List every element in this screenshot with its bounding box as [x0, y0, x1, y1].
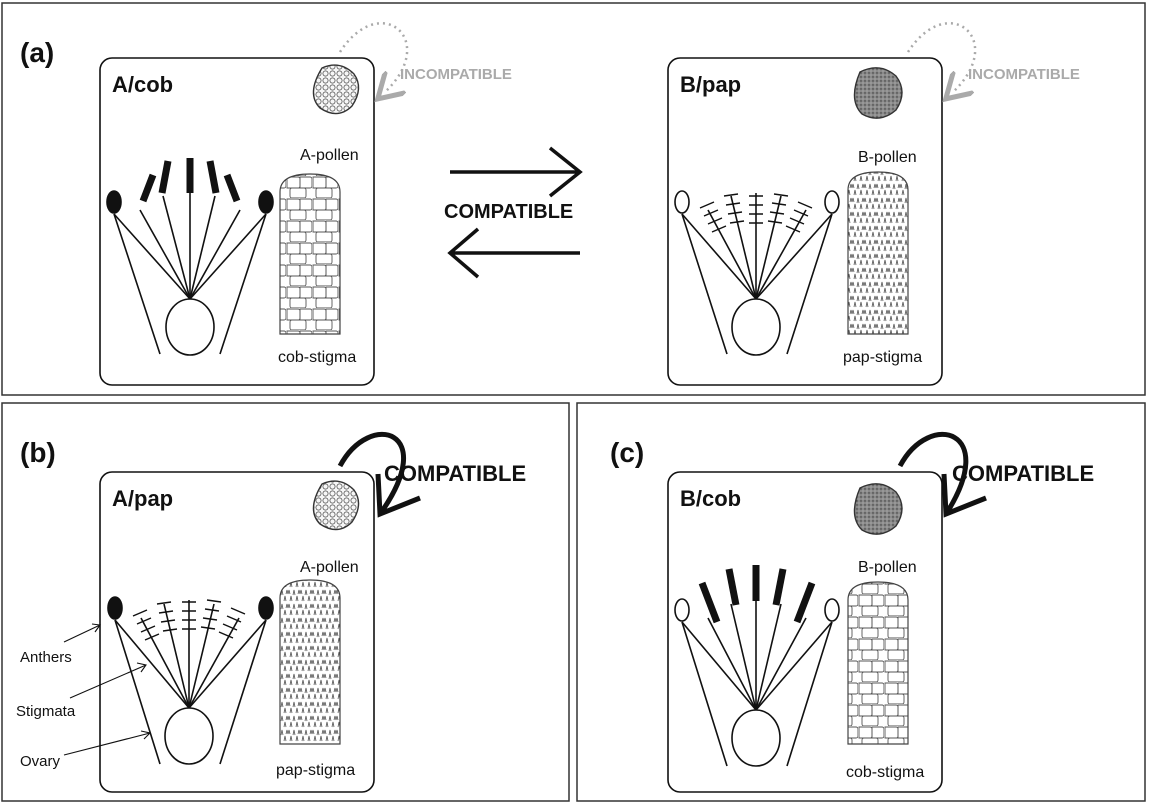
ovary — [166, 299, 214, 355]
arrow-right-icon — [450, 148, 580, 196]
pollen-b-icon — [854, 484, 902, 534]
flower-title: B/cob — [680, 486, 741, 511]
flower-schematic — [107, 158, 273, 355]
cob-stigma-icon — [848, 582, 908, 744]
arrow-left-icon — [450, 229, 580, 277]
stigma-label: pap-stigma — [276, 762, 355, 779]
stigmata-label: Stigmata — [16, 703, 76, 720]
self-arrow-label: INCOMPATIBLE — [968, 66, 1080, 83]
pollen-a-icon — [313, 481, 358, 529]
flower-b-cob: B/cob B-pollen cob-stigma — [668, 434, 1094, 792]
ovary-arrow — [64, 731, 150, 755]
ovary — [732, 710, 780, 766]
anther-right — [825, 599, 839, 621]
stigma-label: cob-stigma — [278, 349, 356, 366]
pap-stigma-icon — [848, 172, 908, 334]
pollen-a-icon — [313, 65, 358, 113]
flower-b-pap: B/pap B-pollen pap-stigma — [668, 23, 1080, 385]
anther-right — [259, 597, 273, 619]
flower-schematic — [675, 565, 839, 766]
ovary — [165, 708, 213, 764]
flower-title: B/pap — [680, 72, 741, 97]
anther-left — [107, 191, 121, 213]
self-arrow-label: COMPATIBLE — [952, 461, 1094, 486]
pollen-label: B-pollen — [858, 559, 917, 576]
stigma-label: cob-stigma — [846, 764, 924, 781]
anther-left — [675, 191, 689, 213]
self-arrow-label: COMPATIBLE — [384, 461, 526, 486]
pollen-label: A-pollen — [300, 559, 359, 576]
anther-right — [259, 191, 273, 213]
stigma-label: pap-stigma — [843, 349, 922, 366]
pollen-label: A-pollen — [300, 147, 359, 164]
anther-left — [108, 597, 122, 619]
cross-label: COMPATIBLE — [444, 201, 573, 223]
panel-c-letter: (c) — [610, 437, 644, 468]
anthers-label: Anthers — [20, 649, 72, 666]
anther-left — [675, 599, 689, 621]
anther-right — [825, 191, 839, 213]
panel-a-letter: (a) — [20, 37, 54, 68]
pap-stigma-icon — [280, 580, 340, 744]
flower-title: A/pap — [112, 486, 173, 511]
pollen-b-icon — [854, 68, 902, 118]
flower-schematic — [108, 597, 273, 764]
pollen-label: B-pollen — [858, 149, 917, 166]
cob-stigma-icon — [280, 174, 340, 334]
anthers-arrow — [64, 624, 100, 642]
flower-schematic — [675, 191, 839, 355]
ovary-label: Ovary — [20, 753, 61, 770]
flower-a-pap: A/pap A-pollen pap-stigma — [16, 434, 526, 792]
panel-b-letter: (b) — [20, 437, 56, 468]
flower-title: A/cob — [112, 72, 173, 97]
ovary — [732, 299, 780, 355]
panel-a-frame — [2, 3, 1145, 395]
self-arrow-label: INCOMPATIBLE — [400, 66, 512, 83]
